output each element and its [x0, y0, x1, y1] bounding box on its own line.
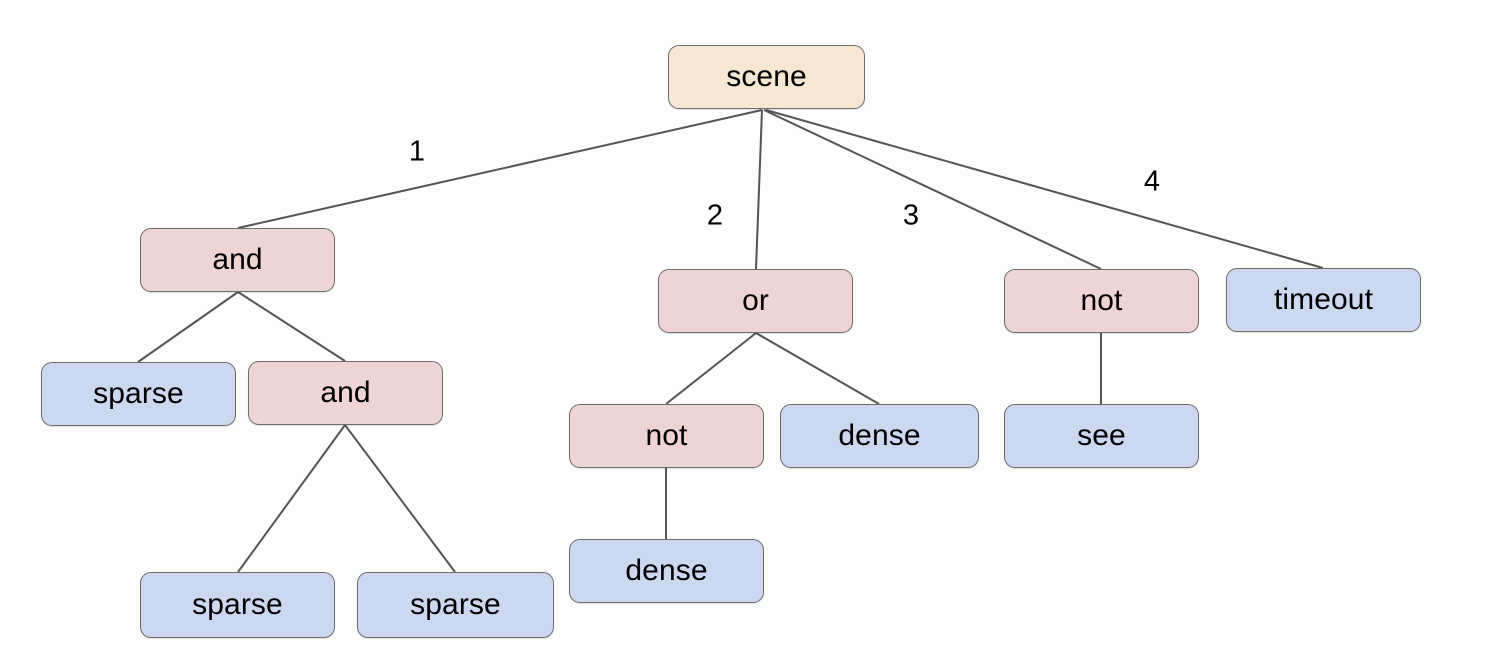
tree-edge — [765, 109, 1324, 269]
edge-label: 2 — [706, 199, 724, 232]
tree-node-label: not — [1080, 284, 1123, 317]
tree-node-label: dense — [625, 554, 708, 587]
tree-edge — [137, 291, 239, 363]
tree-node-and2[interactable]: and — [248, 361, 443, 425]
tree-node-label: or — [742, 284, 769, 317]
edge-label: 1 — [408, 135, 426, 168]
tree-node-or1[interactable]: or — [658, 269, 853, 333]
tree-edge — [237, 291, 346, 362]
tree-edge — [237, 109, 763, 229]
tree-node-label: and — [212, 243, 263, 276]
tree-node-label: not — [645, 419, 688, 452]
tree-node-label: sparse — [410, 588, 501, 621]
tree-node-label: sparse — [192, 588, 283, 621]
tree-node-timeout1[interactable]: timeout — [1226, 268, 1421, 332]
edge-label: 3 — [902, 199, 920, 232]
tree-node-label: and — [320, 376, 371, 409]
tree-node-label: sparse — [93, 377, 184, 410]
tree-node-sparse3[interactable]: sparse — [357, 572, 554, 638]
tree-edge — [237, 424, 346, 573]
tree-edge — [763, 109, 1102, 270]
tree-node-sparse1[interactable]: sparse — [41, 362, 236, 426]
tree-edge — [755, 109, 763, 270]
tree-node-dense2[interactable]: dense — [569, 539, 764, 603]
tree-node-label: dense — [838, 419, 921, 452]
tree-node-sparse2[interactable]: sparse — [140, 572, 335, 638]
tree-edge — [665, 332, 757, 405]
tree-edge — [755, 332, 880, 405]
tree-node-see1[interactable]: see — [1004, 404, 1199, 468]
tree-node-label: scene — [726, 60, 807, 93]
edge-label: 4 — [1143, 165, 1161, 198]
tree-node-label: timeout — [1273, 283, 1374, 316]
tree-edge — [344, 424, 456, 573]
tree-node-not2[interactable]: not — [569, 404, 764, 468]
tree-node-scene[interactable]: scene — [668, 45, 865, 109]
tree-node-label: see — [1077, 419, 1126, 452]
tree-node-and1[interactable]: and — [140, 228, 335, 292]
tree-node-not1[interactable]: not — [1004, 269, 1199, 333]
tree-node-dense1[interactable]: dense — [780, 404, 979, 468]
